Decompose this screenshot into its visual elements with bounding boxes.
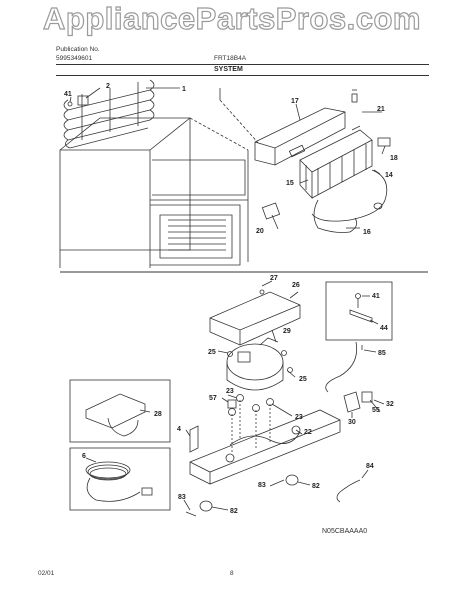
section-title: SYSTEM	[214, 66, 243, 73]
callout-23a: 23	[226, 388, 234, 395]
callout-83a: 83	[258, 482, 266, 489]
drip-pan	[209, 280, 301, 346]
washer-82a	[285, 474, 299, 486]
callout-28: 28	[154, 411, 162, 418]
evaporator	[299, 129, 373, 200]
thermistor-21	[351, 93, 358, 103]
header-rule	[56, 64, 429, 65]
callout-25a: 25	[208, 349, 216, 356]
callout-15: 15	[286, 180, 294, 187]
watermark-logo: AppliancePartsPros.com	[42, 0, 421, 36]
callout-20: 20	[256, 228, 264, 235]
inset-box-6	[69, 447, 171, 511]
publication-label: Publication No.	[56, 46, 100, 53]
callout-26: 26	[292, 282, 300, 289]
suction-line	[311, 169, 388, 222]
callout-32: 32	[386, 401, 394, 408]
overload-55	[361, 391, 373, 403]
callout-25b: 25	[299, 376, 307, 383]
callout-2: 2	[106, 83, 110, 90]
bracket-2	[77, 95, 89, 106]
callout-4: 4	[177, 426, 181, 433]
callout-41a: 41	[64, 91, 72, 98]
bracket-4	[189, 425, 199, 453]
footer-date: 02/01	[38, 570, 55, 577]
callout-55: 55	[372, 407, 380, 414]
callout-1: 1	[182, 86, 186, 93]
callout-41b: 41	[372, 293, 380, 300]
model-number: FRT18B4A	[214, 55, 247, 62]
inset-box-28	[69, 379, 171, 443]
evaporator-cover	[219, 88, 346, 166]
clip-18	[377, 137, 391, 147]
drain-tube-84	[336, 479, 361, 503]
cabinet-outline	[59, 117, 249, 268]
diagram-code: N05CBAAAA0	[322, 528, 368, 535]
section-rule	[56, 75, 429, 76]
heater-20	[261, 202, 281, 220]
callout-57: 57	[209, 395, 217, 402]
callout-18: 18	[390, 155, 398, 162]
callout-82a: 82	[312, 483, 320, 490]
callout-labels: 1 2 41 17 21 18 15 14 20 16 27 26 29 25 …	[64, 83, 398, 515]
callout-27: 27	[270, 275, 278, 282]
screw-41	[67, 101, 73, 107]
callout-21: 21	[377, 106, 385, 113]
tube-85	[325, 341, 358, 393]
callout-6: 6	[82, 453, 86, 460]
washer-82b	[199, 500, 213, 512]
base-plate	[189, 400, 341, 485]
inset-box-41	[325, 281, 393, 341]
condenser-coil	[63, 79, 155, 149]
callout-84: 84	[366, 463, 374, 470]
callout-30: 30	[348, 419, 356, 426]
callout-23b: 23	[295, 414, 303, 421]
publication-number: 5995349601	[56, 55, 93, 62]
callout-29: 29	[283, 328, 291, 335]
callout-22: 22	[304, 429, 312, 436]
callout-44: 44	[380, 325, 388, 332]
callout-82b: 82	[230, 508, 238, 515]
callout-14: 14	[385, 172, 393, 179]
callout-16: 16	[363, 229, 371, 236]
compressor	[226, 329, 284, 391]
callout-17: 17	[291, 98, 299, 105]
callout-83b: 83	[178, 494, 186, 501]
page-number: 8	[230, 570, 234, 577]
callout-85: 85	[378, 350, 386, 357]
relay-30	[343, 391, 361, 413]
